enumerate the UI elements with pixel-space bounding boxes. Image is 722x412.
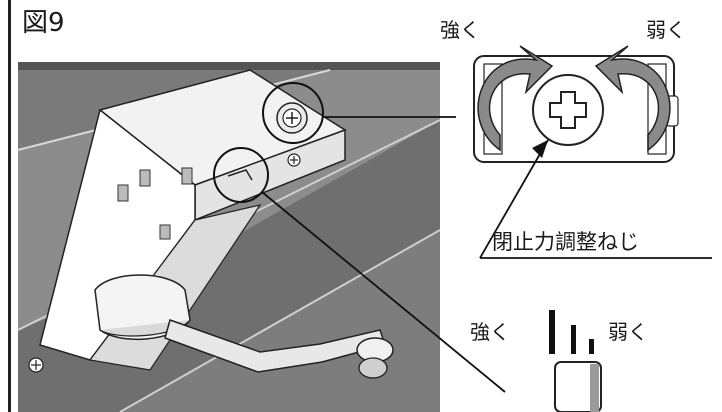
stronger-rotation-arrow-icon (477, 45, 554, 152)
phillips-screw-icon (549, 91, 587, 129)
weaker-label-top: 弱く (646, 18, 686, 42)
valve-callout-circle (213, 147, 269, 203)
weaker-rotation-arrow-icon (594, 45, 671, 152)
valve-leader-line (261, 191, 506, 393)
weaker-label-bottom: 弱く (608, 320, 648, 344)
strength-indicator (549, 310, 602, 412)
closer-arm (94, 274, 394, 379)
screw-detail-view (473, 45, 712, 259)
body-adjust-screw (276, 102, 308, 134)
stronger-label-top: 強く (440, 18, 480, 42)
adjust-screw-label: 閉止力調整ねじ (492, 230, 639, 254)
figure-label: 図9 (22, 8, 65, 38)
screw-callout-circle (262, 82, 324, 144)
stronger-label-bottom: 強く (470, 320, 510, 344)
left-margin-rule (8, 0, 11, 412)
